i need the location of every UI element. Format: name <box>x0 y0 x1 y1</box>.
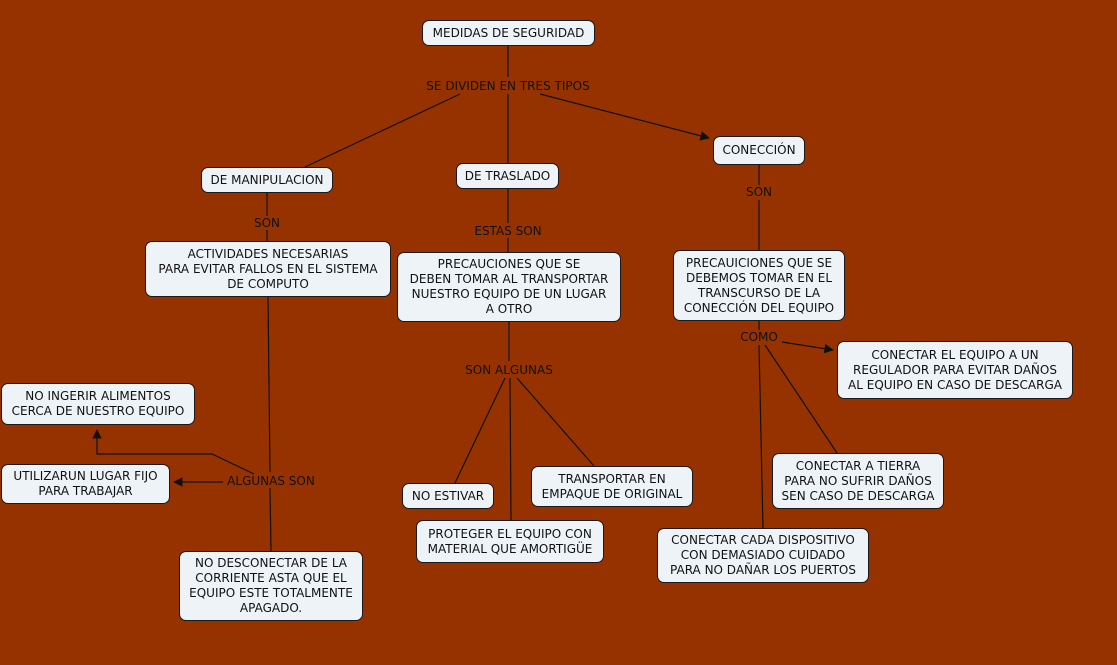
node-actividades-necesarias[interactable]: ACTIVIDADES NECESARIAS PARA EVITAR FALLO… <box>145 241 391 297</box>
node-de-traslado[interactable]: DE TRASLADO <box>456 163 559 189</box>
link-se-dividen-to-manipulacion <box>304 93 461 168</box>
node-no-desconectar[interactable]: NO DESCONECTAR DE LA CORRIENTE ASTA QUE … <box>179 551 363 621</box>
link-algunas-son-to-no-ingerir <box>92 429 255 475</box>
node-coneccion[interactable]: CONECCIÓN <box>713 136 805 165</box>
node-no-ingerir-alimentos[interactable]: NO INGERIR ALIMENTOS CERCA DE NUESTRO EQ… <box>1 383 195 425</box>
link-como-to-tierra <box>764 344 838 454</box>
link-label-son-algunas: SON ALGUNAS <box>465 363 553 377</box>
link-label-algunas-son: ALGUNAS SON <box>227 474 315 488</box>
link-son-algunas-to-no-estivar <box>454 377 506 484</box>
link-son-algunas-to-transportar <box>516 377 595 467</box>
node-conectar-regulador[interactable]: CONECTAR EL EQUIPO A UN REGULADOR PARA E… <box>837 341 1073 399</box>
link-son-algunas-to-proteger <box>509 377 512 521</box>
node-precauciones-traslado[interactable]: PRECAUCIONES QUE SE DEBEN TOMAR AL TRANS… <box>397 252 621 322</box>
link-label-estas-son: ESTAS SON <box>474 224 542 238</box>
node-de-manipulacion[interactable]: DE MANIPULACION <box>201 167 333 193</box>
node-proteger-equipo[interactable]: PROTEGER EL EQUIPO CON MATERIAL QUE AMOR… <box>416 520 604 563</box>
link-actividades-to-algunas-son <box>267 296 271 473</box>
link-se-dividen-to-coneccion <box>539 93 710 141</box>
link-como-to-dispositivo <box>758 344 764 529</box>
node-conectar-dispositivo[interactable]: CONECTAR CADA DISPOSITIVO CON DEMASIADO … <box>657 528 869 583</box>
link-label-son-manipulacion: SON <box>253 216 281 230</box>
node-lugar-fijo[interactable]: UTILIZARUN LUGAR FIJO PARA TRABAJAR <box>1 464 170 504</box>
link-algunas-son-to-no-desconectar <box>269 487 272 552</box>
link-label-son-coneccion: SON <box>745 185 773 199</box>
link-como-to-regulador <box>781 341 834 354</box>
node-transportar-empaque[interactable]: TRANSPORTAR EN EMPAQUE DE ORIGINAL <box>531 466 693 507</box>
node-no-estivar[interactable]: NO ESTIVAR <box>402 483 494 509</box>
link-label-como: COMO <box>740 330 778 344</box>
node-conectar-tierra[interactable]: CONECTAR A TIERRA PARA NO SUFRIR DAÑOS S… <box>772 453 944 509</box>
node-precauciones-coneccion[interactable]: PRECAUICIONES QUE SE DEBEMOS TOMAR EN EL… <box>673 250 845 321</box>
node-medidas-de-seguridad[interactable]: MEDIDAS DE SEGURIDAD <box>422 20 595 46</box>
link-label-se-dividen: SE DIVIDEN EN TRES TIPOS <box>426 79 590 93</box>
